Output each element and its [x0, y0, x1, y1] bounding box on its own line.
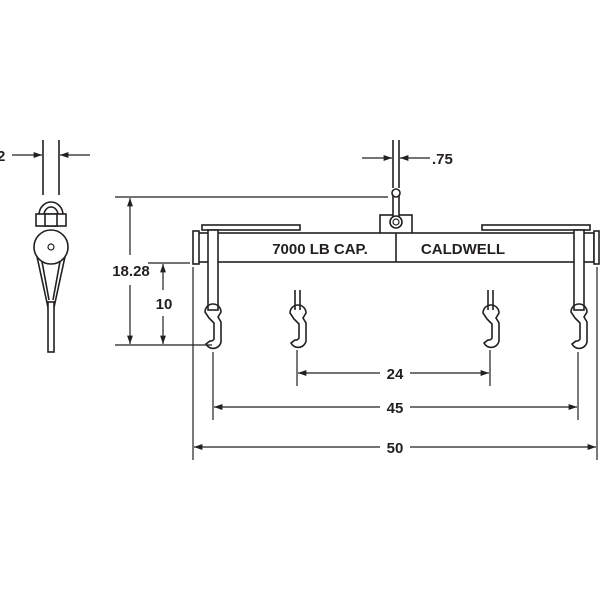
inner-hook-left: [289, 290, 307, 349]
strap: [47, 301, 55, 353]
side-width-label: 2: [0, 148, 5, 165]
length-dimensions: 24 45 50: [192, 267, 598, 460]
brand-label: CALDWELL: [421, 241, 505, 258]
overall-length-label: 50: [387, 440, 404, 457]
inner-hooks-label: 24: [387, 366, 404, 383]
hook-height-label: 10: [156, 296, 173, 313]
shackle: [38, 201, 64, 216]
overall-height-label: 18.28: [112, 263, 150, 280]
outer-hook-right: [570, 229, 588, 350]
lug-width-label: .75: [432, 151, 453, 168]
beam: 7000 LB CAP. CALDWELL: [192, 224, 600, 265]
center-lug: .75: [362, 140, 453, 236]
pulley: [33, 229, 69, 265]
inner-hook-right: [482, 290, 500, 349]
height-dimensions: 18.28 10: [112, 196, 388, 346]
side-view: 2: [0, 140, 90, 353]
outer-hook-left: [204, 229, 222, 350]
capacity-label: 7000 LB CAP.: [272, 241, 368, 258]
outer-hooks-label: 45: [387, 400, 404, 417]
